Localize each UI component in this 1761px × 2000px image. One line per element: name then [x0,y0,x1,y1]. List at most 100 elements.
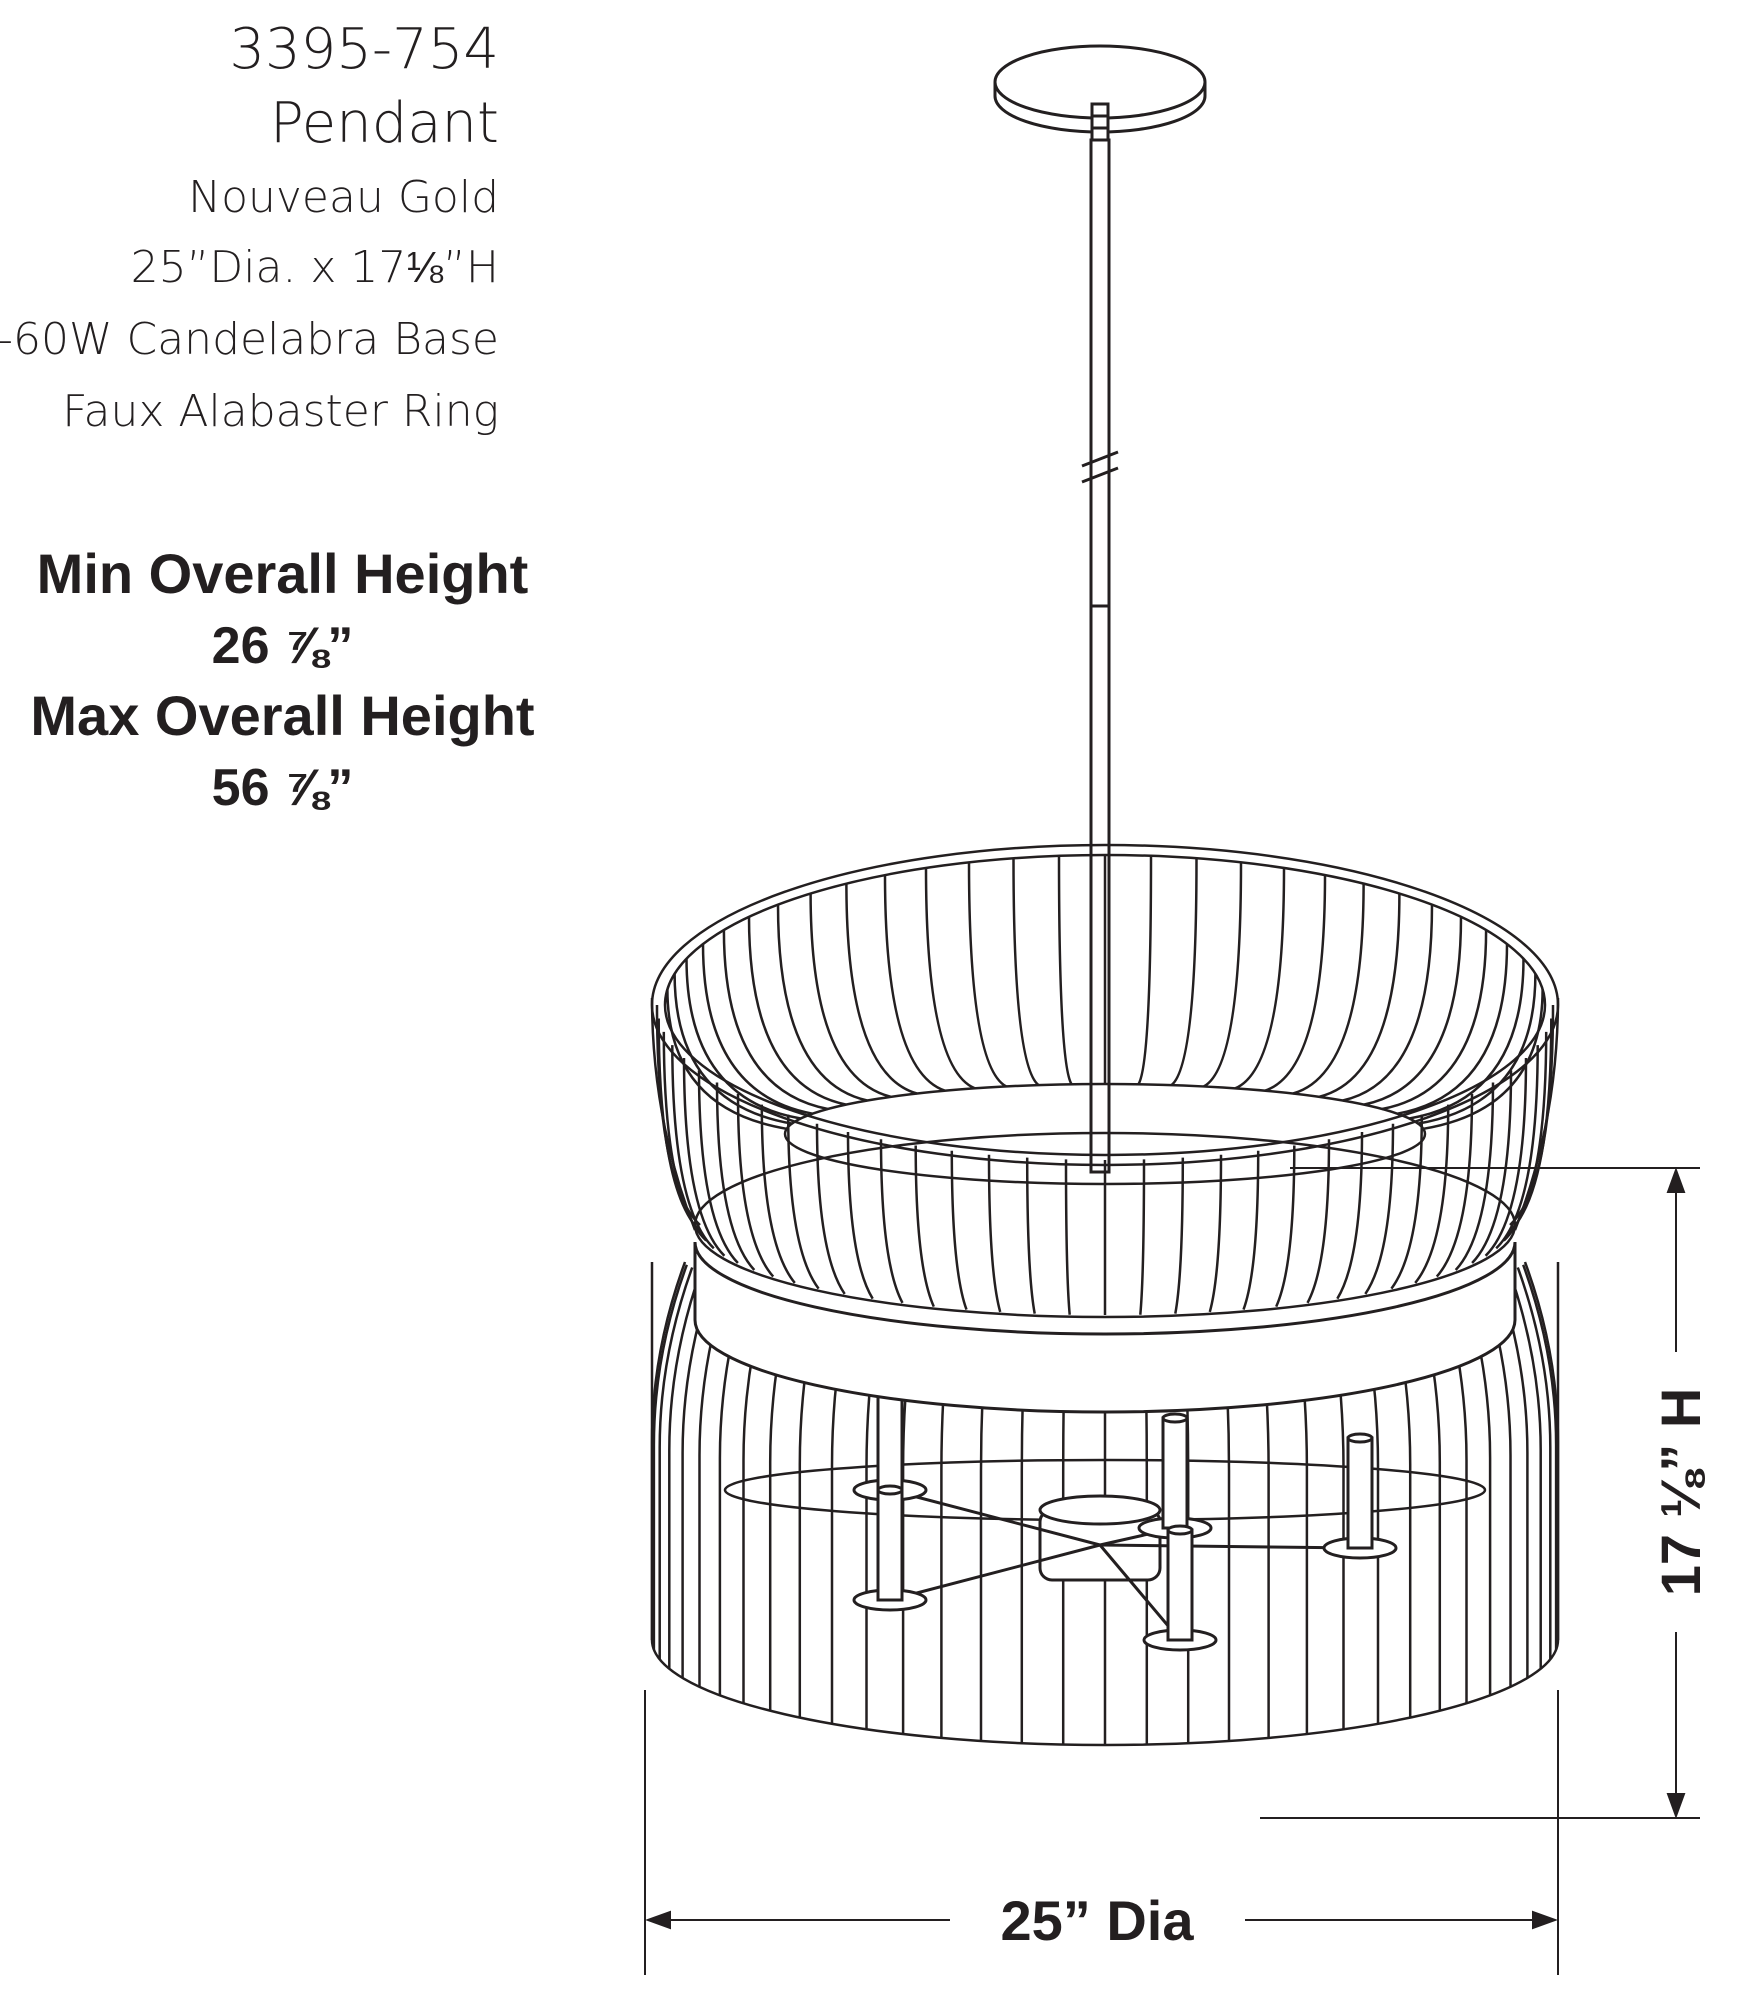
cage-bar [1522,1264,1558,1650]
cage-bar [1507,1269,1542,1669]
candle-sleeve [1161,1416,1189,1530]
cage-bar [662,1031,708,1242]
candle-sleeve [1346,1436,1374,1550]
cage-bar [1397,943,1509,1115]
cage-bar [1318,893,1401,1099]
cage-bar [1264,875,1327,1092]
pendant-fixture [650,44,1560,1747]
cage-bar [924,867,976,1090]
cage-bar [1417,973,1537,1125]
cage-bar [879,1139,904,1304]
candle-top [876,1484,904,1496]
finish: Nouveau Gold [188,172,499,223]
cage-bar [1422,989,1544,1131]
cage-bar [1025,1157,1036,1314]
cage-bar [736,1093,775,1278]
cage-bar [1471,1070,1513,1264]
cage-bar [1139,1159,1146,1315]
cage-bar [658,1267,694,1660]
cage-bar [1414,1104,1450,1284]
diameter-dimension-label: 25” Dia [1001,1889,1195,1952]
dimension-lines [644,1167,1700,1975]
cage-bar [1484,1057,1528,1257]
cage-bar [1342,904,1434,1102]
candle-top [1346,1432,1374,1444]
cage-bar [1390,1114,1424,1290]
bulb-spec: 5-60W Candelabra Base [0,314,499,365]
cage-bar [914,1145,935,1308]
product-type: Pendant [269,91,499,156]
cage-bar [722,929,829,1111]
cage-bar [1242,1150,1260,1311]
cage-bar [967,862,1007,1088]
cage-bar [673,973,793,1125]
cage-bar [650,1261,687,1640]
cage-bar [760,1104,796,1284]
downrod [1081,138,1119,1174]
cage-bar [846,1131,874,1300]
cage-bar [1292,883,1365,1095]
cage-bar [1012,858,1040,1087]
cage-bar [1336,1131,1364,1300]
cage-bar [883,875,946,1092]
cage-bar [1364,1123,1395,1295]
cage-bar [682,1057,726,1257]
upper-cage [650,843,1560,1319]
faux-alabaster-ring [693,1241,1517,1414]
canopy [993,44,1207,142]
cage-bar [845,883,918,1095]
cage-bar [1306,1139,1331,1304]
cage-bar [987,1154,1002,1313]
dimensions-summary: 25”Dia. x 17⅛”H [130,242,499,293]
cage-bar [950,1150,968,1311]
cage-bar [1363,916,1463,1106]
height-dimension-label: 17 ⅛” H [1649,1388,1712,1597]
cage-bar [815,1123,846,1295]
cage-bar [1495,1045,1539,1250]
cage-bar [668,1269,703,1669]
max-height-label: Max Overall Height [30,684,535,747]
candelabra-lamps [852,1374,1398,1652]
cage-bar [652,1264,688,1650]
lamp-arm [889,1488,1101,1547]
cage-bar [1234,867,1286,1090]
cage-bar [1381,929,1488,1111]
cage-bar [1275,1145,1296,1308]
cage-bar [747,916,847,1106]
cage-bar [701,943,813,1115]
cage-bar [666,989,788,1131]
cage-bar [1137,855,1153,1085]
cage-bar [1509,1004,1555,1226]
cage-bar [1170,858,1198,1087]
cage-bar [1454,1082,1495,1271]
ring-material: Faux Alabaster Ring [62,386,499,437]
cage-bar [1174,1157,1185,1314]
center-hub-cap [1038,1494,1162,1526]
cage-bar [685,958,801,1120]
candle-sleeve [876,1488,904,1602]
lamp-arm [1099,1543,1361,1550]
cage-bar [786,1114,820,1290]
cage-bar [715,1082,756,1271]
cage-bar [1057,855,1073,1085]
min-height-value: 26 ⅞” [211,617,354,675]
candle-sleeve [1166,1528,1194,1642]
candle-top [1161,1412,1189,1424]
cage-bar [1064,1159,1071,1315]
lamp-arm [889,1543,1101,1602]
candle-top [1166,1524,1194,1536]
cage-bar [776,904,868,1102]
cage-bar [1516,1267,1552,1660]
model-number: 3395-754 [229,17,499,82]
max-height-value: 56 ⅞” [211,759,354,817]
cage-bar [671,1045,715,1250]
cage-bar [1409,958,1525,1120]
cage-bar [809,893,892,1099]
cage-bar [697,1070,739,1264]
cage-bar [1203,862,1243,1088]
min-height-label: Min Overall Height [36,542,529,605]
cage-bar [1435,1093,1474,1278]
cage-bar [1208,1154,1223,1313]
cage-bar [1523,1261,1560,1640]
